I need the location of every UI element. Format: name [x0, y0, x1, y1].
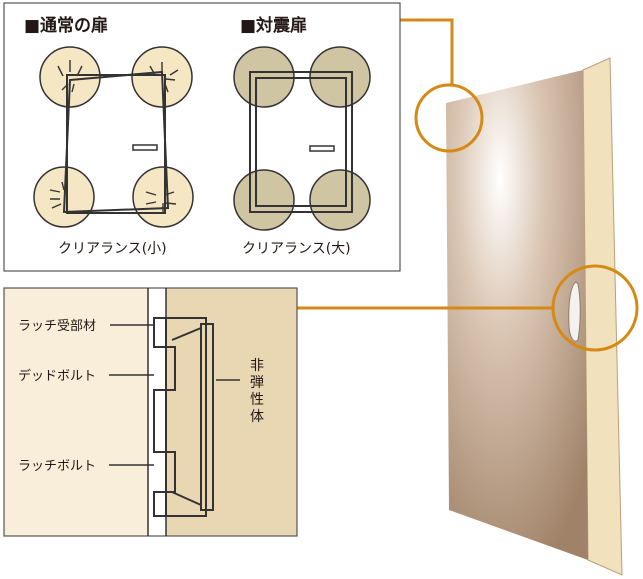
callout-line-top	[400, 18, 454, 85]
strike-plate-label: ラッチ受部材	[18, 319, 96, 334]
non-elastic-label-char-2: 弾	[250, 375, 264, 391]
latch-bolt-label: ラッチボルト	[18, 459, 96, 474]
leader-lines	[109, 324, 240, 466]
door-face	[446, 70, 588, 560]
door-handle	[568, 281, 581, 342]
normal-door-caption: クリアランス(小)	[58, 241, 167, 257]
callout-circle-door-top	[414, 83, 484, 153]
door-edge	[582, 57, 623, 576]
normal-door-figure	[33, 46, 194, 228]
clearance-panel: ■通常の扉 ■対震扉 クリアランス(小) クリアランス(大)	[3, 2, 401, 272]
seismic-door-figure	[233, 46, 371, 231]
non-elastic-label-char-1: 非	[250, 358, 264, 374]
door-illustration	[297, 18, 639, 576]
non-elastic-label-char-4: 体	[250, 409, 264, 425]
seismic-door-caption: クリアランス(大)	[242, 241, 351, 257]
lock-mechanism	[153, 317, 214, 517]
normal-door-heading: ■通常の扉	[24, 15, 108, 36]
lock-section-panel: ラッチ受部材 デッドボルト ラッチボルト 非 弾 性 体	[3, 287, 298, 537]
non-elastic-label-char-3: 性	[250, 392, 264, 408]
dead-bolt-label: デッドボルト	[18, 368, 96, 384]
seismic-door-heading: ■対震扉	[240, 15, 307, 36]
